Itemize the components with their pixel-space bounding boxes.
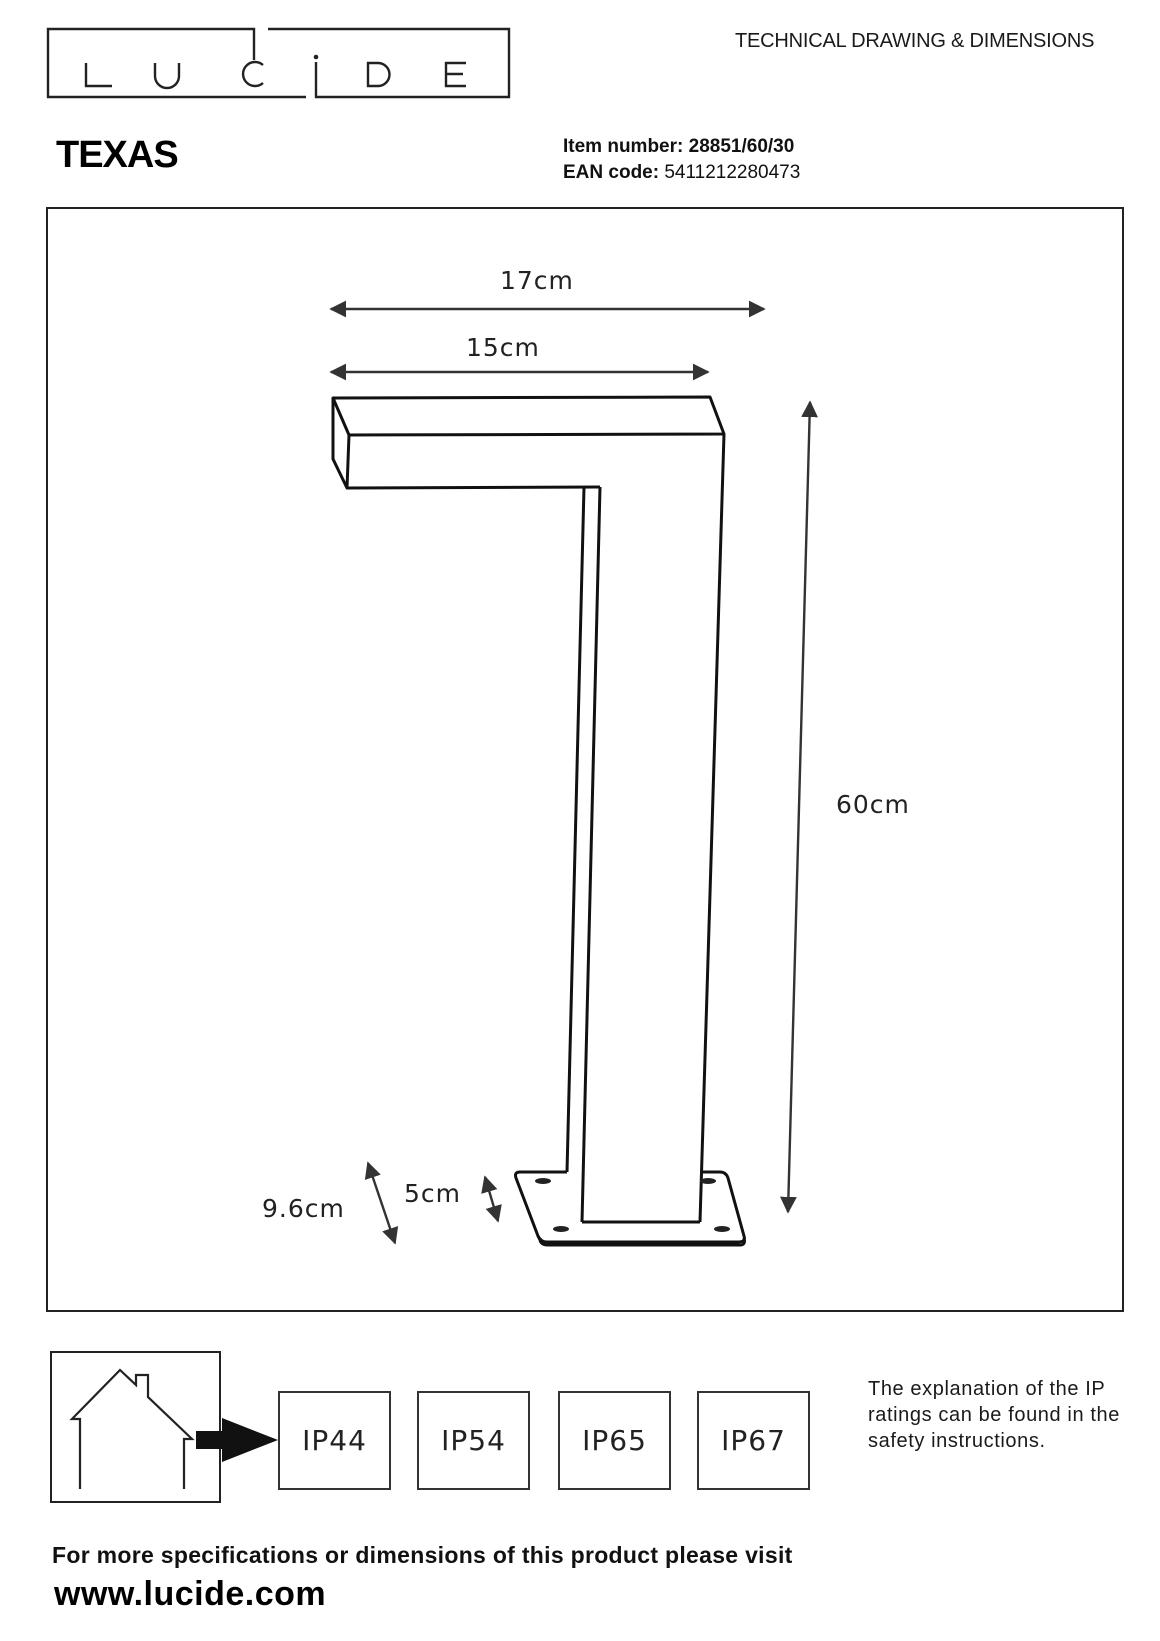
arrow-right-icon [196,1418,278,1462]
ip-rating-ip67: IP67 [697,1391,810,1490]
lamp-outline [331,395,746,1247]
product-meta: Item number: 28851/60/30 EAN code: 54112… [563,134,800,186]
product-title: TEXAS [56,134,179,176]
item-number-value: 28851/60/30 [688,136,795,157]
footer-text: For more specifications or dimensions of… [52,1542,793,1568]
dimension-arrow-60cm [780,400,818,1214]
dimension-label-overall-width: 17cm [500,266,574,295]
ip-rating-note: The explanation of the IP ratings can be… [868,1378,1120,1452]
drawing-frame [46,207,1124,1312]
dimension-label-base-depth: 9.6cm [262,1194,345,1223]
ean-row: EAN code: 5411212280473 [563,160,800,186]
dimension-label-post-depth: 5cm [404,1179,462,1208]
ip-rating-ip65: IP65 [558,1391,671,1490]
item-number-row: Item number: 28851/60/30 [563,134,800,160]
item-number-label: Item number: [563,136,684,157]
ean-label: EAN code: [563,162,660,183]
lucide-logo [46,27,511,99]
ip-rating-ip54: IP54 [417,1391,530,1490]
indoor-outdoor-box [50,1351,221,1503]
ip-rating-ip44: IP44 [278,1391,391,1490]
technical-drawing [329,300,818,1247]
house-icon [69,1368,195,1489]
document-heading: TECHNICAL DRAWING & DIMENSIONS [735,30,1095,52]
ean-value: 5411212280473 [664,162,801,183]
dimension-arrow-5cm [481,1175,502,1223]
website-link[interactable]: www.lucide.com [54,1575,327,1613]
dimension-label-head-width: 15cm [466,333,540,362]
dimension-label-height: 60cm [836,790,910,819]
dimension-arrow-9-6cm [364,1161,399,1245]
